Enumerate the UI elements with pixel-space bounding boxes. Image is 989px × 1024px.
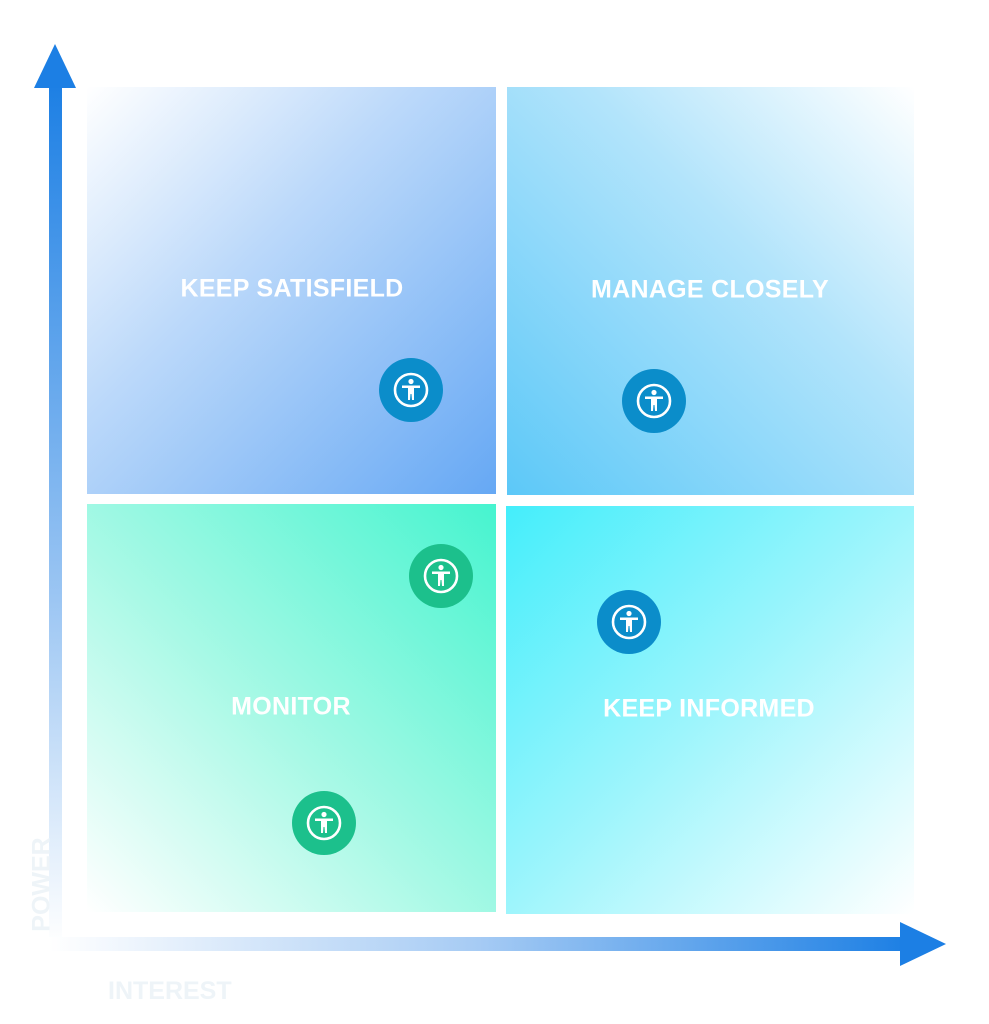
accessibility-icon <box>409 544 473 608</box>
x-axis-label: INTEREST <box>108 977 232 1005</box>
quadrant-label: KEEP INFORMED <box>603 694 815 723</box>
quadrant-label: KEEP SATISFIELD <box>180 274 404 303</box>
accessibility-icon <box>622 369 686 433</box>
quadrant-label: MANAGE CLOSELY <box>590 275 830 304</box>
quadrant-keep-satisfied <box>87 87 496 494</box>
y-axis-arrow <box>34 44 76 946</box>
quadrant-keep-informed <box>506 506 914 914</box>
y-axis-label: POWER <box>27 837 56 932</box>
accessibility-icon <box>597 590 661 654</box>
x-axis-arrow <box>49 922 946 966</box>
accessibility-icon <box>379 358 443 422</box>
accessibility-icon <box>292 791 356 855</box>
quadrant-label: MONITOR <box>231 692 351 721</box>
quadrant-manage-closely <box>507 87 914 495</box>
